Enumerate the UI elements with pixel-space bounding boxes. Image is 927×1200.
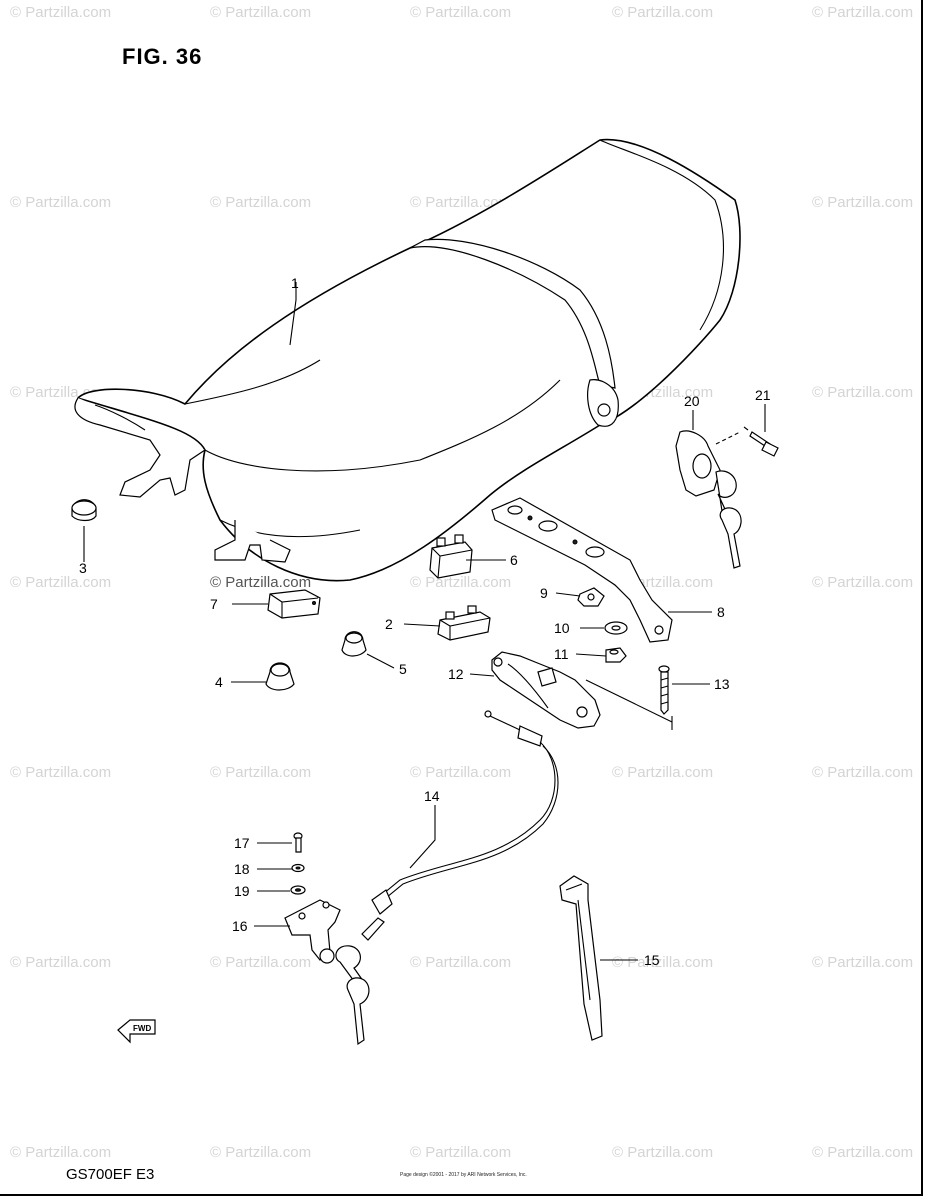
copyright-text: Page design ©2001 - 2017 by ARI Network … — [400, 1172, 527, 1178]
watermark: © Partzilla.com — [410, 4, 512, 21]
watermark: © Partzilla.com — [812, 954, 914, 971]
cable-part-14[interactable] — [361, 710, 559, 941]
watermark: © Partzilla.com — [812, 4, 914, 21]
watermark: © Partzilla.com — [410, 574, 512, 591]
watermark: © Partzilla.com — [210, 194, 312, 211]
watermark: © Partzilla.com — [210, 574, 312, 591]
watermark: © Partzilla.com — [612, 764, 714, 781]
watermark: © Partzilla.com — [410, 194, 512, 211]
watermark: © Partzilla.com — [210, 954, 312, 971]
cushion-part-5[interactable] — [341, 631, 367, 657]
callout-numbers: 1 2 3 4 5 6 7 8 9 10 11 12 13 14 15 16 1… — [79, 275, 771, 968]
callout-7: 7 — [210, 596, 218, 612]
watermark: © Partzilla.com — [10, 4, 112, 21]
callout-8: 8 — [717, 604, 725, 620]
callout-14: 14 — [424, 788, 440, 804]
callout-18: 18 — [234, 861, 250, 877]
watermark: © Partzilla.com — [812, 384, 914, 401]
watermark: © Partzilla.com — [10, 574, 112, 591]
screw-part-21[interactable] — [743, 426, 779, 457]
bracket-part-8[interactable] — [491, 497, 673, 643]
watermark: © Partzilla.com — [612, 1144, 714, 1161]
seat-part-1[interactable] — [74, 138, 741, 582]
callout-19: 19 — [234, 883, 250, 899]
callout-12: 12 — [448, 666, 464, 682]
watermark: © Partzilla.com — [812, 574, 914, 591]
washer-part-18[interactable] — [291, 863, 305, 873]
callout-15: 15 — [644, 952, 660, 968]
watermark: © Partzilla.com — [812, 194, 914, 211]
lock-part-20[interactable] — [675, 430, 742, 569]
cap-part-3[interactable] — [71, 499, 97, 522]
callout-20: 20 — [684, 393, 700, 409]
washer-part-10[interactable] — [604, 621, 628, 635]
nut-part-11[interactable] — [605, 647, 627, 663]
callout-3: 3 — [79, 560, 87, 576]
watermark: © Partzilla.com — [10, 764, 112, 781]
callout-4: 4 — [215, 674, 223, 690]
cushion-part-4[interactable] — [265, 662, 295, 691]
lock-plate-part-12[interactable] — [491, 651, 601, 729]
seat-lock-part-16[interactable] — [284, 899, 370, 1046]
watermark: © Partzilla.com — [410, 954, 512, 971]
watermark: © Partzilla.com — [10, 954, 112, 971]
bolt-part-13[interactable] — [658, 665, 670, 715]
strap-part-15[interactable] — [559, 875, 603, 1041]
watermark: © Partzilla.com — [812, 1144, 914, 1161]
washer-part-19[interactable] — [290, 885, 306, 895]
callout-6: 6 — [510, 552, 518, 568]
callout-5: 5 — [399, 661, 407, 677]
block-part-7[interactable] — [267, 589, 321, 619]
rubber-part-2[interactable] — [437, 605, 491, 641]
watermark: © Partzilla.com — [410, 764, 512, 781]
callout-11: 11 — [554, 646, 569, 662]
leader-lines — [83, 282, 766, 961]
callout-9: 9 — [540, 585, 548, 601]
callout-10: 10 — [554, 620, 570, 636]
watermark: © Partzilla.com — [612, 4, 714, 21]
watermark: © Partzilla.com — [210, 4, 312, 21]
figure-title: FIG. 36 — [122, 44, 203, 69]
fwd-arrow-icon: FWD — [117, 1019, 156, 1044]
model-label: GS700EF E3 — [66, 1166, 155, 1183]
watermark: © Partzilla.com — [210, 1144, 312, 1161]
callout-17: 17 — [234, 835, 250, 851]
callout-21: 21 — [755, 387, 771, 403]
callout-13: 13 — [714, 676, 730, 692]
nut-part-9[interactable] — [577, 587, 605, 607]
watermark: © Partzilla.com — [612, 954, 714, 971]
svg-text:FWD: FWD — [133, 1024, 151, 1033]
watermark: © Partzilla.com — [210, 764, 312, 781]
watermark: © Partzilla.com — [410, 1144, 512, 1161]
callout-1: 1 — [291, 275, 299, 291]
rubber-part-6[interactable] — [429, 534, 473, 579]
screw-part-17[interactable] — [293, 832, 303, 853]
watermark: © Partzilla.com — [10, 1144, 112, 1161]
watermark: © Partzilla.com — [10, 194, 112, 211]
watermark: © Partzilla.com — [812, 764, 914, 781]
callout-16: 16 — [232, 918, 248, 934]
callout-2: 2 — [385, 616, 393, 632]
